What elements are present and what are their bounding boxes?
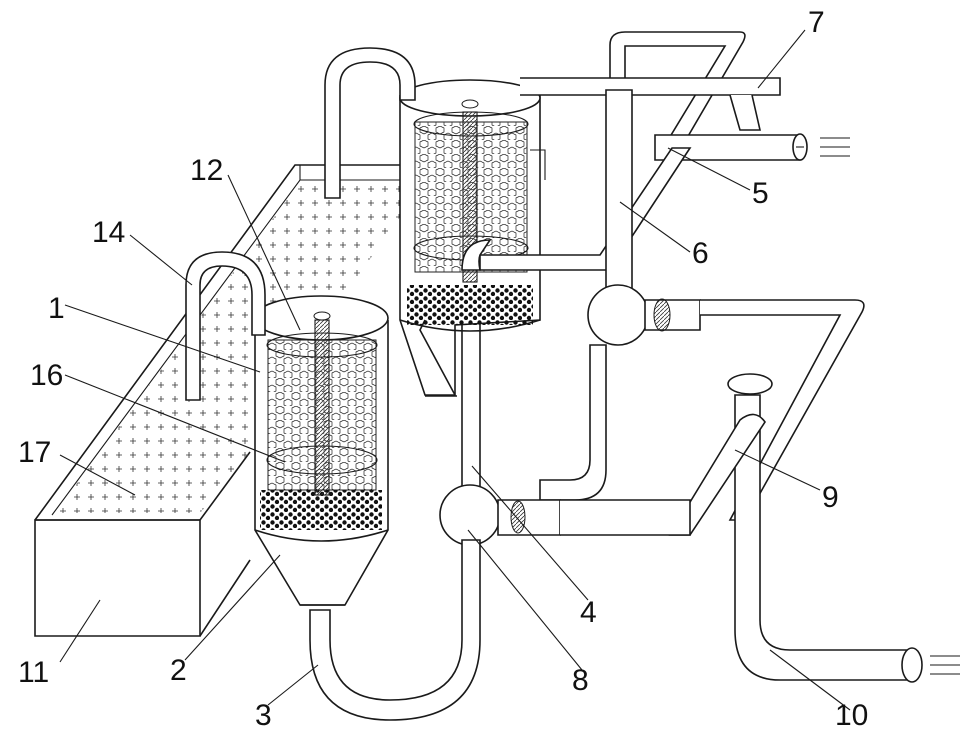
callout-10: 10 [835,699,868,732]
callout-6: 6 [692,237,709,270]
callout-1: 1 [48,292,65,325]
callout-17: 17 [18,436,51,469]
callout-4: 4 [580,596,597,629]
callout-11: 11 [18,656,49,689]
outlet-pipe-7 [520,32,780,150]
callout-7: 7 [808,6,825,39]
callout-9: 9 [822,481,839,514]
callout-14: 14 [92,216,125,249]
callout-2: 2 [170,654,187,687]
callout-8: 8 [572,664,589,697]
drain-pipe-9 [670,374,960,682]
callout-5: 5 [752,177,769,210]
vessel-lower [254,296,388,605]
callout-3: 3 [255,699,272,732]
callout-16: 16 [30,359,63,392]
callout-12: 12 [190,154,223,187]
